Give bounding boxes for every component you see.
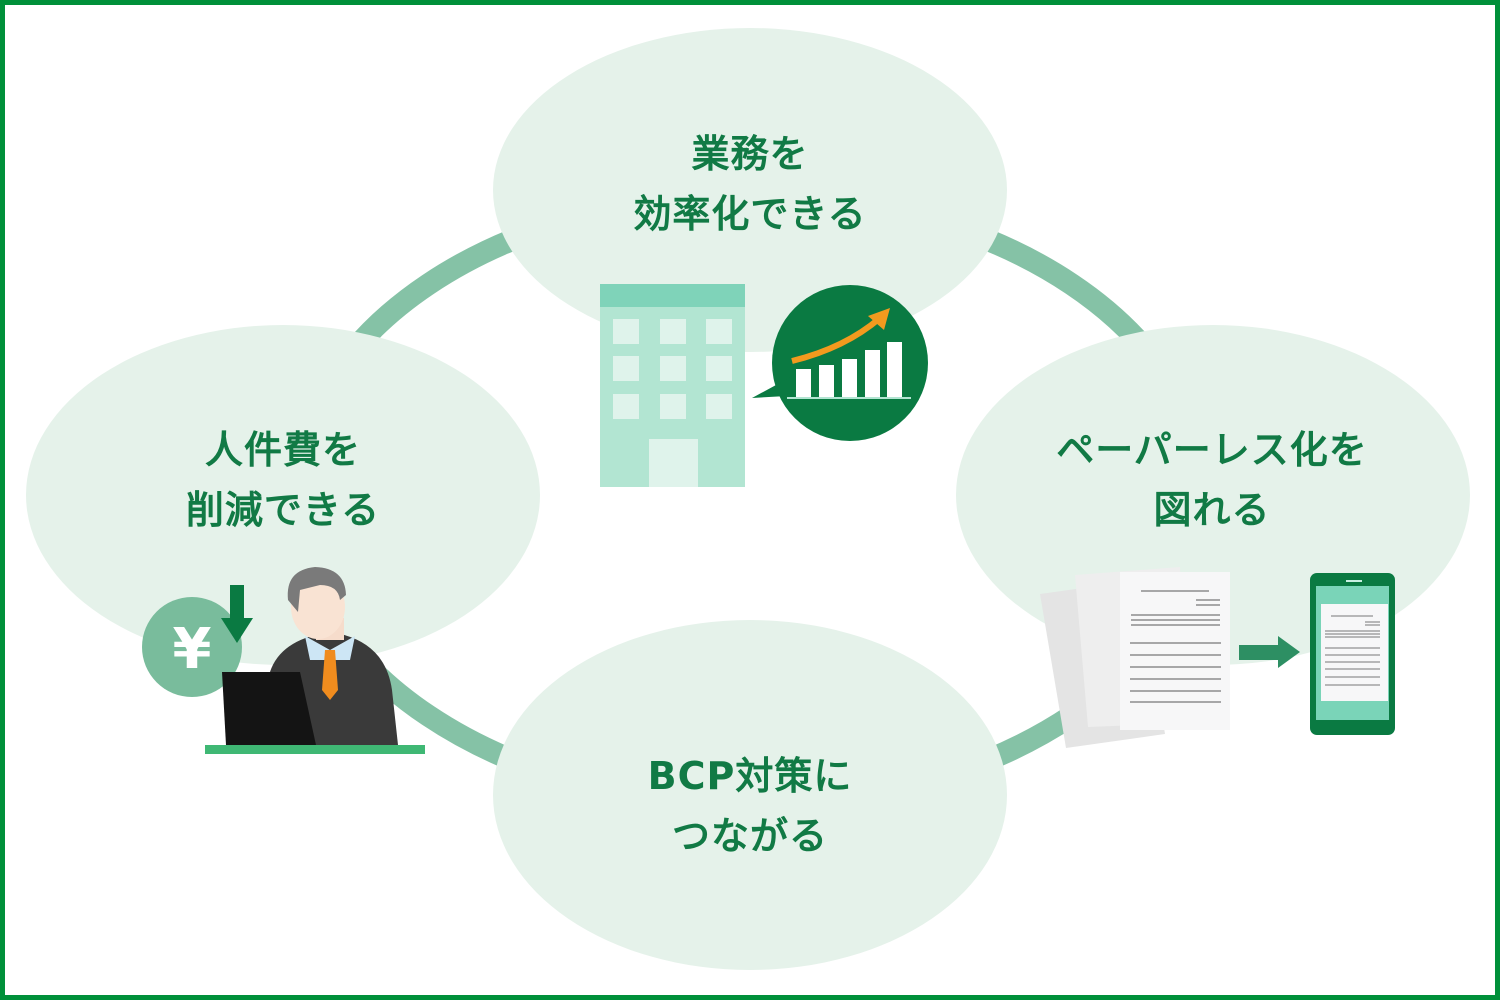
office-building-icon	[600, 284, 745, 487]
paper-documents-icon	[1040, 567, 1230, 748]
bubble-left	[26, 325, 540, 665]
node-top-label: 業務を 効率化できる	[550, 124, 950, 244]
bubble-top	[493, 28, 1007, 352]
node-bottom-line2: つながる	[671, 814, 828, 858]
growth-chart-icon	[752, 285, 928, 441]
yen-symbol: ¥	[173, 617, 212, 682]
node-bottom-line1: BCP対策に	[647, 754, 853, 798]
node-right-line1: ペーパーレス化を	[1056, 428, 1368, 472]
node-right-line2: 図れる	[1153, 488, 1271, 532]
yen-cost-down-icon: ¥	[142, 585, 253, 697]
node-left-line1: 人件費を	[204, 428, 361, 472]
bubble-bottom	[493, 620, 1007, 970]
node-left-label: 人件費を 削減できる	[83, 420, 483, 540]
node-right-label: ペーパーレス化を 図れる	[1012, 420, 1412, 540]
node-left-line2: 削減できる	[185, 488, 381, 532]
node-top-line2: 効率化できる	[633, 192, 867, 236]
node-top-line1: 業務を	[691, 132, 809, 176]
arrow-right-icon	[1239, 636, 1300, 668]
smartphone-icon	[1310, 573, 1395, 735]
businessman-icon	[205, 567, 425, 754]
node-bottom-label: BCP対策に つながる	[550, 746, 950, 866]
